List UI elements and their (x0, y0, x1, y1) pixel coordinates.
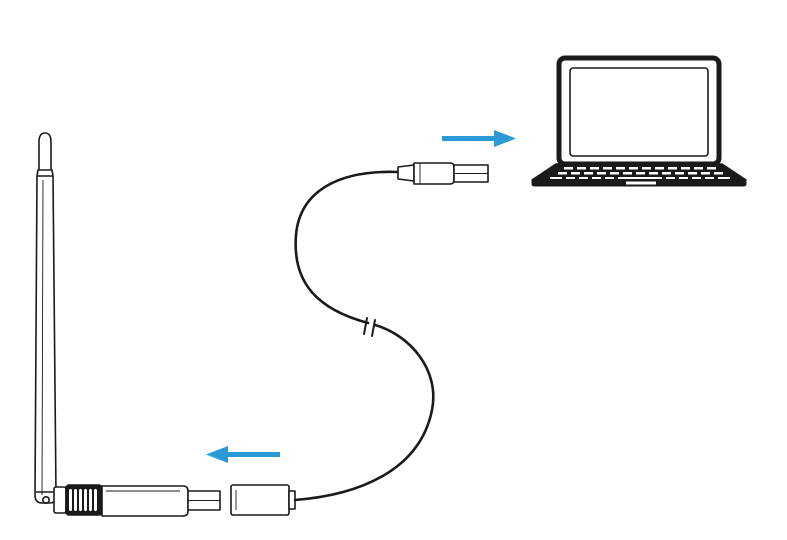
usb-cable-icon (293, 170, 435, 502)
antenna-icon (34, 132, 57, 504)
usb-socket-connector (230, 484, 296, 516)
arrow-right-icon (442, 130, 516, 147)
usb-plug-icon (397, 162, 489, 185)
usb-adapter-icon (53, 484, 221, 517)
laptop-icon (531, 55, 747, 187)
arrow-left-icon (206, 446, 280, 463)
